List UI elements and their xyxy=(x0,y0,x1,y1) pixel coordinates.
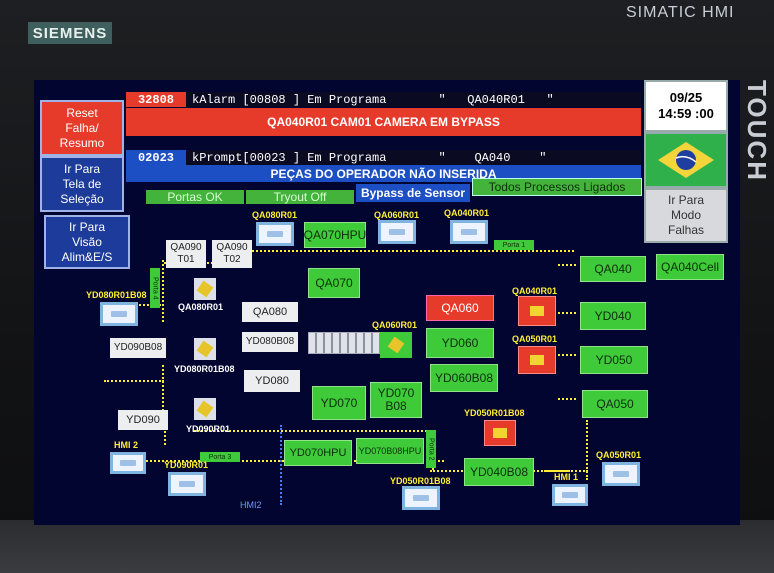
qa080r01-robot-label: QA080R01 xyxy=(178,302,224,312)
prompt-text: kPrompt[00023 ] Em Programa xyxy=(192,150,387,165)
qa050r01-robot-label: QA050R01 xyxy=(512,334,558,344)
gate-3-tag: Porta 3 xyxy=(200,452,240,462)
qa090t02-station[interactable]: QA090 T02 xyxy=(212,240,252,268)
yd080r01b08-device-icon[interactable] xyxy=(100,302,138,326)
qa080r01-device-icon[interactable] xyxy=(256,222,294,246)
siemens-logo: SIEMENS xyxy=(28,22,112,44)
gate-4-tag: Porta 4 xyxy=(150,268,160,308)
prompt-message: PEÇAS DO OPERADOR NÃO INSERIDA xyxy=(126,165,641,182)
alarm-message: QA040R01 CAM01 CAMERA EM BYPASS xyxy=(126,108,641,136)
qa090t01-station[interactable]: QA090 T01 xyxy=(166,240,206,268)
hmi1-device-icon[interactable] xyxy=(552,484,588,506)
hmi1-label: HMI 1 xyxy=(554,472,579,482)
qa050r01-dev-label: QA050R01 xyxy=(596,450,642,460)
qa040r01-top-label: QA040R01 xyxy=(444,208,490,218)
date-value: 09/25 xyxy=(669,90,703,105)
qa080r01-robot-icon[interactable] xyxy=(194,278,216,300)
prompt-header-row: 02023 kPrompt[00023 ] Em Programa " QA04… xyxy=(126,150,641,165)
yd060b08-station[interactable]: YD060B08 xyxy=(430,364,498,392)
sensor-bypass-status: Bypass de Sensor xyxy=(356,184,470,202)
yd070b08-station[interactable]: YD070 B08 xyxy=(370,382,422,418)
qa040-station[interactable]: QA040 xyxy=(580,256,646,282)
hmi-screen: Reset Falha/ Resumo Ir Para Tela de Sele… xyxy=(34,80,740,525)
qa040cell-station[interactable]: QA040Cell xyxy=(656,254,724,280)
yd080b08-station[interactable]: YD080B08 xyxy=(242,332,298,352)
yd090-station[interactable]: YD090 xyxy=(118,410,168,430)
hmi2-label: HMI 2 xyxy=(114,440,139,450)
qa040r01-device-icon[interactable] xyxy=(450,220,488,244)
alarm-header-row: 32808 kAlarm [00808 ] Em Programa " QA04… xyxy=(126,92,641,107)
yd080r01b08-robot-label: YD080R01B08 xyxy=(174,364,235,374)
prompt-station: " QA040 " xyxy=(438,150,547,165)
hmi12-label: HMI2 xyxy=(240,500,262,510)
qa050r01-robot-icon[interactable] xyxy=(518,346,556,374)
processes-status: Todos Processos Ligados xyxy=(472,178,642,196)
hmi2-device-icon[interactable] xyxy=(110,452,146,474)
yd040-station[interactable]: YD040 xyxy=(580,302,646,330)
yd080r01b08-robot-icon[interactable] xyxy=(194,338,216,360)
prompt-code: 02023 xyxy=(126,150,186,165)
time-value: 14:59 :00 xyxy=(658,106,714,121)
doors-status: Portas OK xyxy=(146,190,244,204)
yd070-station[interactable]: YD070 xyxy=(312,386,366,420)
qa060r01-top-label: QA060R01 xyxy=(374,210,420,220)
yd090r01-robot-icon[interactable] xyxy=(194,398,216,420)
qa060r01-robot-label: QA060R01 xyxy=(372,320,418,330)
alarm-text: kAlarm [00808 ] Em Programa xyxy=(192,92,387,107)
reset-fault-button[interactable]: Reset Falha/ Resumo xyxy=(40,100,124,156)
conveyor-track xyxy=(308,332,388,354)
bezel-bottom xyxy=(0,520,774,573)
yd070b08hpu-station[interactable]: YD070B08HPU xyxy=(356,438,424,464)
qa060r01-robot-icon[interactable] xyxy=(380,332,412,358)
qa060-station[interactable]: QA060 xyxy=(426,295,494,321)
simatic-label: SIMATIC HMI xyxy=(626,4,735,21)
qa060r01-device-icon[interactable] xyxy=(378,220,416,244)
qa040r01-robot-icon[interactable] xyxy=(518,296,556,326)
yd050r01b08-device-icon[interactable] xyxy=(402,486,440,510)
tryout-status: Tryout Off xyxy=(246,190,354,204)
qa070hpu-station[interactable]: QA070HPU xyxy=(304,222,366,248)
qa080-station[interactable]: QA080 xyxy=(242,302,298,322)
brazil-flag-icon[interactable] xyxy=(644,132,728,188)
yd070hpu-station[interactable]: YD070HPU xyxy=(284,440,352,466)
yd050r01b08-dev-label: YD050R01B08 xyxy=(390,476,451,486)
gate-2-tag: Porta 2 xyxy=(426,430,436,468)
go-to-io-view-button[interactable]: Ir Para Visão Alim&E/S xyxy=(44,215,130,269)
yd080r01b08-label: YD080R01B08 xyxy=(86,290,147,300)
yd050-station[interactable]: YD050 xyxy=(580,346,648,374)
yd090r01-robot-label: YD090R01 xyxy=(186,424,231,434)
yd060-station[interactable]: YD060 xyxy=(426,328,494,358)
qa040r01-robot-label: QA040R01 xyxy=(512,286,558,296)
yd050r01b08-robot-label: YD050R01B08 xyxy=(464,408,525,418)
alarm-station: " QA040R01 " xyxy=(438,92,554,107)
yd090b08-station[interactable]: YD090B08 xyxy=(110,338,166,358)
yd090r01-device-icon[interactable] xyxy=(168,472,206,496)
date-time-display: 09/25 14:59 :00 xyxy=(644,80,728,132)
yd080-station[interactable]: YD080 xyxy=(244,370,300,392)
go-to-selection-button[interactable]: Ir Para Tela de Seleção xyxy=(40,156,124,212)
alarm-code: 32808 xyxy=(126,92,186,107)
touch-label: TOUCH xyxy=(742,80,772,182)
qa050-station[interactable]: QA050 xyxy=(582,390,648,418)
qa050r01-device-icon[interactable] xyxy=(602,462,640,486)
qa070-station[interactable]: QA070 xyxy=(308,268,360,298)
yd040b08-station[interactable]: YD040B08 xyxy=(464,458,534,486)
yd090r01-dev-label: YD090R01 xyxy=(164,460,209,470)
go-to-fault-mode-button[interactable]: Ir Para Modo Falhas xyxy=(644,188,728,243)
gate-1-tag: Porta 1 xyxy=(494,240,534,250)
yd050r01b08-robot-icon[interactable] xyxy=(484,420,516,446)
qa080r01-label: QA080R01 xyxy=(252,210,298,220)
